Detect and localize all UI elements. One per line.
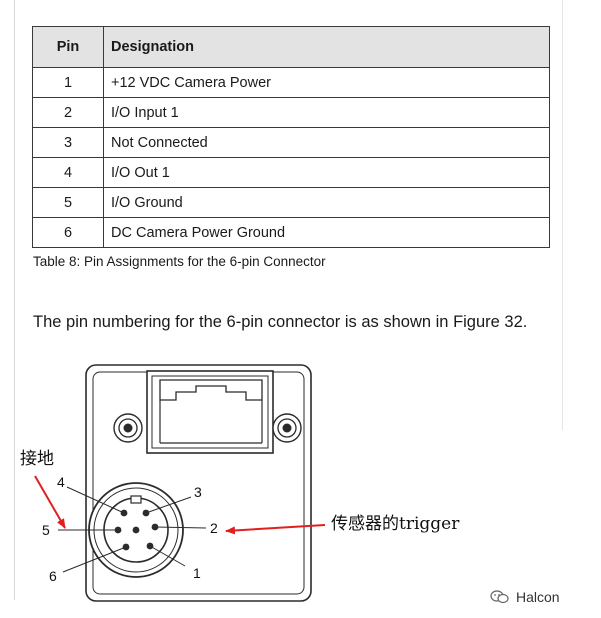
screw-icon <box>113 413 143 443</box>
six-pin-connector-icon <box>88 482 184 578</box>
pin-label-6: 6 <box>49 568 57 584</box>
ground-annotation: 接地 <box>20 449 54 469</box>
cell-designation: +12 VDC Camera Power <box>103 67 550 98</box>
margin-rule <box>562 0 563 430</box>
ethernet-port-icon <box>146 370 274 454</box>
pin-leader-lines <box>58 486 207 573</box>
watermark: Halcon <box>490 589 560 605</box>
cell-designation: DC Camera Power Ground <box>103 217 550 248</box>
pin-label-3: 3 <box>194 484 202 500</box>
pin-label-4: 4 <box>57 474 65 490</box>
table-row: 2 I/O Input 1 <box>32 97 550 128</box>
pin-assignment-table: Pin Designation 1 +12 VDC Camera Power 2… <box>32 26 550 248</box>
body-paragraph: The pin numbering for the 6-pin connecto… <box>33 313 528 331</box>
table-row: 1 +12 VDC Camera Power <box>32 67 550 98</box>
pin-label-2: 2 <box>210 520 218 536</box>
cell-designation: I/O Ground <box>103 187 550 218</box>
pin-label-1: 1 <box>193 565 201 581</box>
table-caption: Table 8: Pin Assignments for the 6-pin C… <box>33 254 326 269</box>
cell-pin: 5 <box>32 187 104 218</box>
trigger-annotation: 传感器的trigger <box>331 514 460 534</box>
trigger-arrow <box>225 524 326 535</box>
cell-pin: 4 <box>32 157 104 188</box>
margin-rule <box>14 0 15 600</box>
table-row: 5 I/O Ground <box>32 187 550 218</box>
table-row: 6 DC Camera Power Ground <box>32 217 550 248</box>
screw-icon <box>272 413 302 443</box>
ground-arrow <box>34 475 66 529</box>
cell-designation: I/O Input 1 <box>103 97 550 128</box>
watermark-text: Halcon <box>516 589 560 605</box>
cell-pin: 1 <box>32 67 104 98</box>
wechat-icon <box>490 590 509 604</box>
header-pin: Pin <box>32 26 104 68</box>
table-row: 3 Not Connected <box>32 127 550 158</box>
cell-designation: Not Connected <box>103 127 550 158</box>
pin-label-5: 5 <box>42 522 50 538</box>
